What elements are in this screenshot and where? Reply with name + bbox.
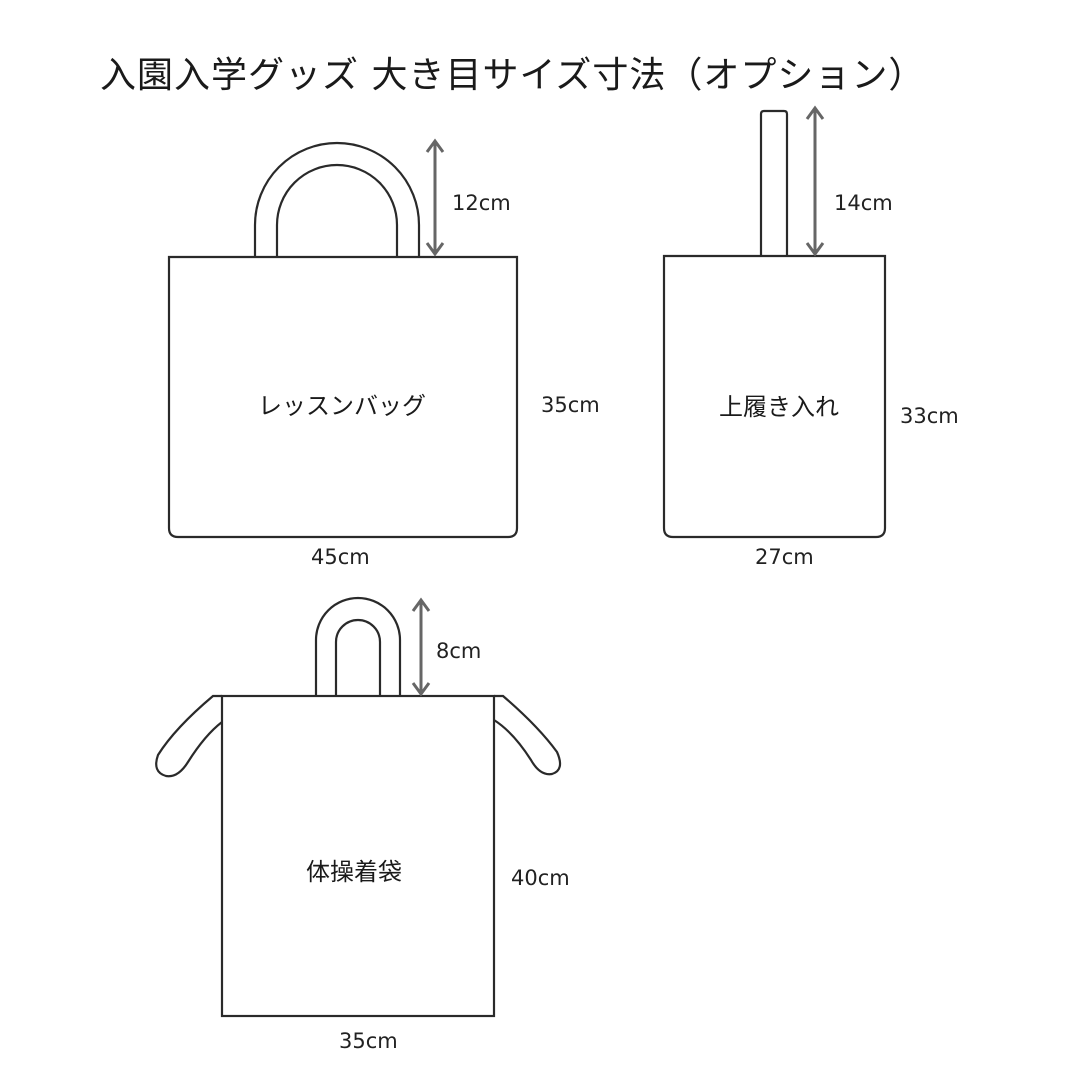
page-title: 入園入学グッズ 大き目サイズ寸法（オプション） [100,55,926,96]
lesson-bag-handle-arrow [425,138,445,257]
shoe-bag-handle-label: 14cm [834,191,893,215]
gym-bag-name: 体操着袋 [306,858,402,886]
gym-bag-body [220,694,496,1018]
shoe-bag-height-label: 33cm [900,404,959,428]
lesson-bag-name: レッスンバッグ [258,392,426,420]
shoe-bag [662,109,887,539]
gym-bag-handle-label: 8cm [436,639,482,663]
shoe-bag-handle-arrow [805,105,825,257]
gym-bag-width-label: 35cm [339,1029,398,1053]
gym-bag-right-string [493,694,562,776]
gym-bag-handle-arrow [411,597,431,697]
lesson-bag-height-label: 35cm [541,393,600,417]
shoe-bag-width-label: 27cm [755,545,814,569]
gym-bag-left-string [155,694,223,778]
gym-bag-height-label: 40cm [511,866,570,890]
lesson-bag-handle-label: 12cm [452,191,511,215]
gym-bag-handle-inner [334,618,382,696]
lesson-bag-width-label: 45cm [311,545,370,569]
lesson-bag-handle-inner [275,163,399,257]
gym-bag-handle [314,596,402,696]
shoe-bag-name: 上履き入れ [719,393,839,421]
shoe-bag-body [662,254,887,539]
lesson-bag-body [167,255,519,539]
gym-bag [155,596,562,1018]
lesson-bag-handle [253,141,421,257]
lesson-bag [167,141,519,539]
shoe-bag-handle [759,109,789,256]
